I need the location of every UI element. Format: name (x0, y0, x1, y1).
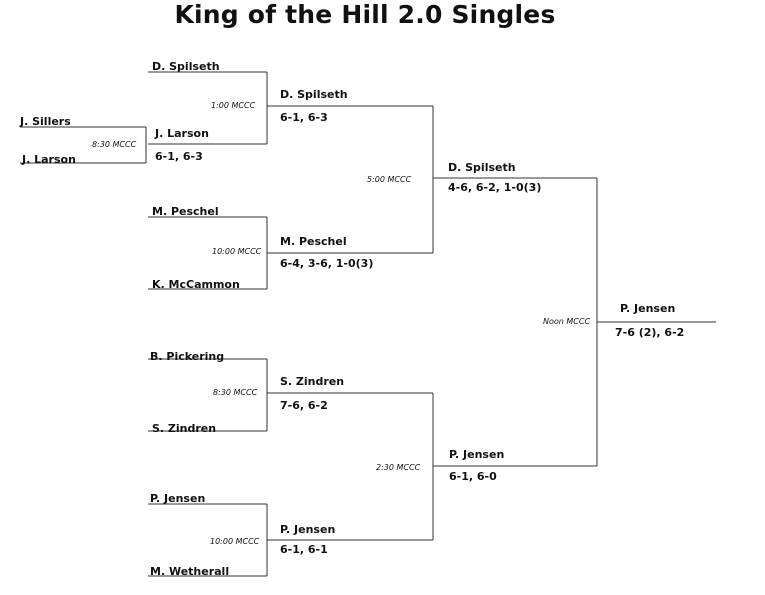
sf2-score: 6-1, 6-0 (449, 470, 497, 483)
playin-player1-name: J. Sillers (20, 115, 71, 128)
r1-m3-time: 8:30 MCCC (213, 388, 258, 397)
qf2-winner-name: M. Peschel (280, 235, 347, 248)
qf1-score: 6-1, 6-3 (280, 111, 328, 124)
sf2-winner-name: P. Jensen (449, 448, 505, 461)
sf1-winner-name: D. Spilseth (448, 161, 516, 174)
final-score: 7-6 (2), 6-2 (615, 326, 685, 339)
r1-m1-time: 1:00 MCCC (211, 101, 256, 110)
sf2-time: 2:30 MCCC (376, 463, 421, 472)
r1-m1-player1-name: D. Spilseth (152, 60, 220, 73)
r1-m4-player2-name: M. Wetherall (150, 565, 230, 578)
playin-player2-name: J. Larson (22, 153, 76, 166)
playin-winner-name: J. Larson (155, 127, 209, 140)
qf3-score: 7-6, 6-2 (280, 399, 328, 412)
r1-m2-time: 10:00 MCCC (212, 247, 262, 256)
r1-m2-player2-name: K. McCammon (152, 278, 240, 291)
r1-m3-player1-name: B. Pickering (150, 350, 225, 363)
playin-score: 6-1, 6-3 (155, 150, 203, 163)
champion-name: P. Jensen (620, 302, 676, 315)
r1-m4-player1-name: P. Jensen (150, 492, 206, 505)
qf2-score: 6-4, 3-6, 1-0(3) (280, 257, 374, 270)
final-time: Noon MCCC (543, 317, 591, 326)
page-title: King of the Hill 2.0 Singles (174, 0, 556, 29)
qf4-winner-name: P. Jensen (280, 523, 336, 536)
sf1-time: 5:00 MCCC (367, 175, 412, 184)
sf1-score: 4-6, 6-2, 1-0(3) (448, 181, 542, 194)
qf4-score: 6-1, 6-1 (280, 543, 328, 556)
qf1-winner-name: D. Spilseth (280, 88, 348, 101)
playin-time: 8:30 MCCC (92, 140, 137, 149)
r1-m3-player2-name: S. Zindren (152, 422, 217, 435)
r1-m2-player1-name: M. Peschel (152, 205, 219, 218)
r1-m4-time: 10:00 MCCC (210, 537, 260, 546)
qf3-winner-name: S. Zindren (280, 375, 345, 388)
